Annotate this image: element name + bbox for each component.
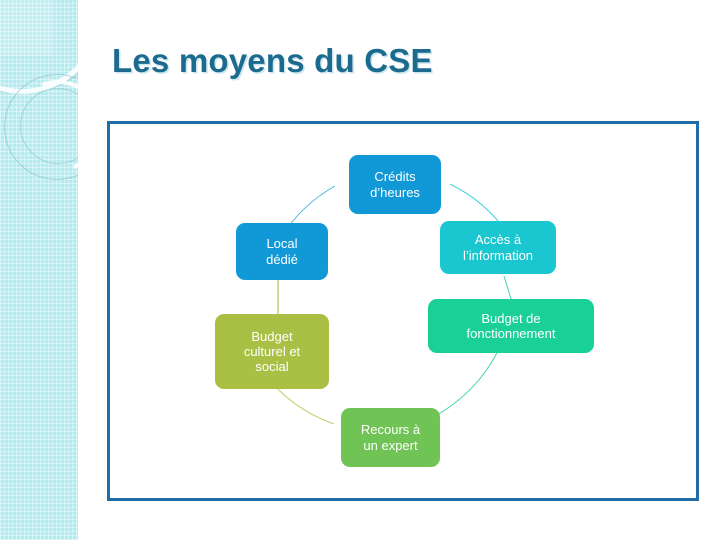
node-label-line2: culturel et <box>243 343 301 359</box>
node-label-line1: Local <box>266 236 298 252</box>
content-frame: Crédits d’heures Accès à l’information B… <box>107 121 699 501</box>
cycle-node-local-dedie[interactable]: Local dédié <box>236 223 328 280</box>
page-title: Les moyens du CSE <box>112 42 433 79</box>
node-label-line1: Recours à <box>360 422 421 438</box>
cycle-node-credits-heures[interactable]: Crédits d’heures <box>349 155 441 214</box>
node-label-line3: social <box>255 359 289 375</box>
cycle-node-acces-information[interactable]: Accès à l’information <box>440 221 556 274</box>
cycle-node-budget-fonctionnement[interactable]: Budget de fonctionnement <box>428 299 594 353</box>
node-label-line2: fonctionnement <box>466 326 556 341</box>
decorative-sidebar <box>0 0 78 540</box>
node-label-line1: Crédits <box>374 169 416 185</box>
node-label-line2: dédié <box>266 251 298 267</box>
cycle-node-recours-expert[interactable]: Recours à un expert <box>341 408 440 467</box>
node-label-line1: Budget <box>251 328 293 344</box>
node-label-line2: d’heures <box>370 184 420 200</box>
node-label-line2: l’information <box>462 247 534 263</box>
node-label-line1: Accès à <box>474 232 522 248</box>
cycle-node-budget-culturel-social[interactable]: Budget culturel et social <box>215 314 329 389</box>
node-label-line2: un expert <box>363 437 418 453</box>
cycle-diagram: Crédits d’heures Accès à l’information B… <box>110 124 696 498</box>
connector-acces-to-budget-fonctionnement <box>503 275 513 303</box>
node-label-line1: Budget de <box>481 310 541 326</box>
